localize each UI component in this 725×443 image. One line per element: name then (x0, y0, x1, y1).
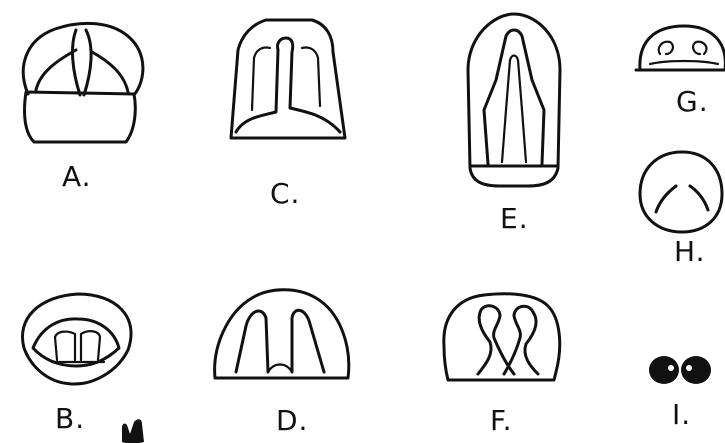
figure-d-drawing (215, 290, 349, 378)
figure-label-b: B. (55, 405, 85, 433)
figure-label-d: D. (276, 407, 308, 435)
figure-c-drawing (231, 20, 345, 138)
figure-label-g: G. (676, 88, 709, 116)
figure-label-a: A. (62, 163, 92, 191)
figure-label-f: F. (490, 407, 513, 435)
figure-label-i: I. (672, 401, 691, 429)
figure-label-h: H. (674, 238, 705, 266)
figure-a-drawing (23, 23, 143, 142)
figure-i-drawing (649, 356, 711, 384)
figure-g-drawing (636, 26, 725, 70)
figure-b-drawing (22, 294, 131, 384)
figure-label-c: C. (270, 180, 300, 208)
figure-label-e: E. (500, 205, 529, 233)
ink-blot-mark (122, 419, 144, 443)
figure-f-drawing (444, 294, 560, 380)
figure-e-drawing (468, 14, 560, 186)
figure-h-drawing (640, 152, 722, 232)
